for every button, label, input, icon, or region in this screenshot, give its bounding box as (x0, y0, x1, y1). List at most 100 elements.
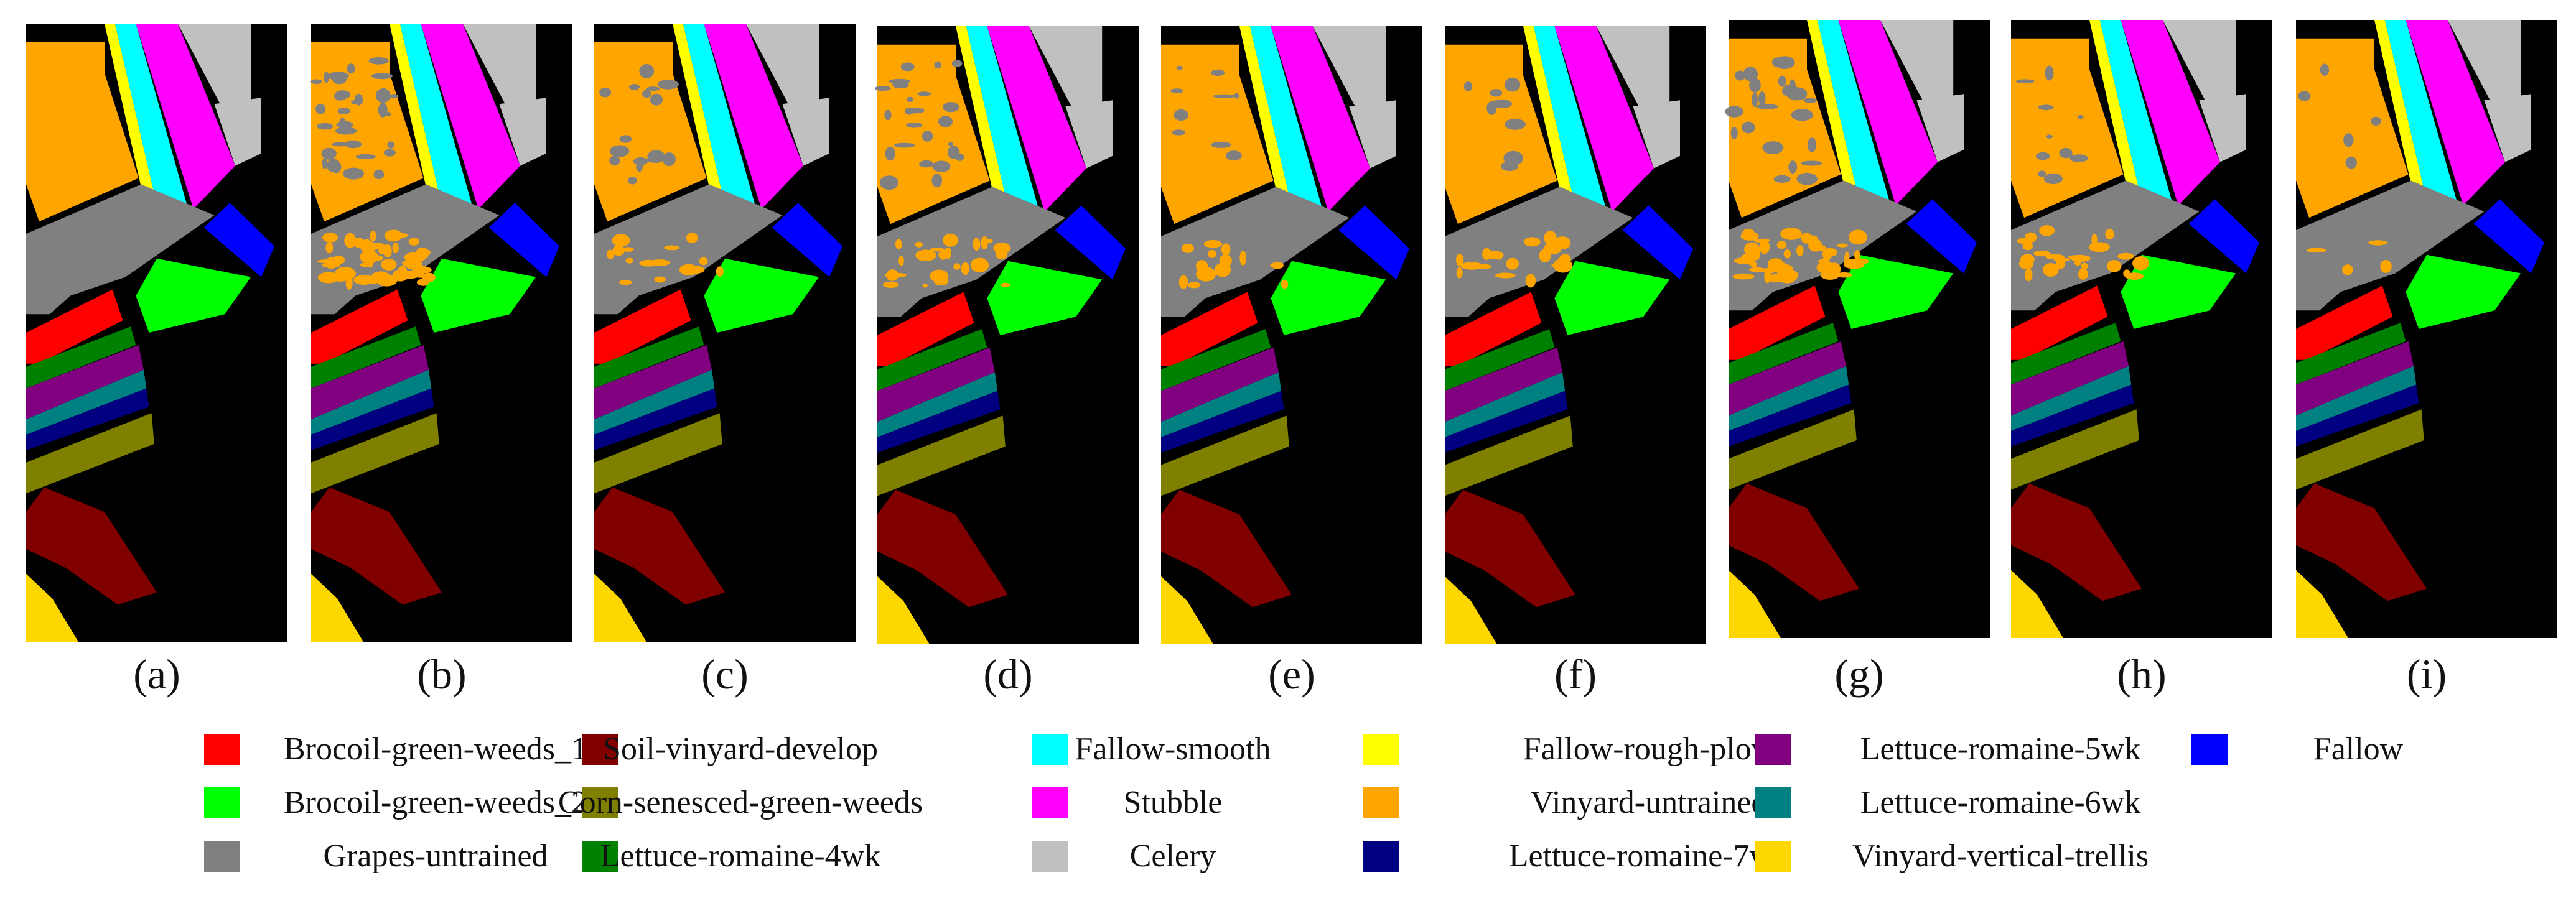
misclassified-speck (2043, 263, 2059, 277)
misclassified-speck (322, 157, 327, 169)
legend-swatch (1755, 841, 1791, 872)
misclassified-speck (1270, 262, 1284, 268)
field-soil (877, 489, 1008, 608)
misclassified-speck (1740, 231, 1759, 241)
legend-label: Fallow (2313, 731, 2404, 767)
misclassified-speck (392, 242, 399, 254)
misclassified-speck (2345, 156, 2357, 169)
field-soil (26, 487, 157, 605)
field-lr6 (594, 369, 715, 435)
legend-label: Lettuce-romaine-7wk (1508, 838, 1790, 874)
classification-map-8 (2011, 20, 2272, 638)
misclassified-speck (2343, 133, 2354, 147)
misclassified-speck (657, 80, 679, 90)
misclassified-speck (1554, 236, 1571, 249)
field-lr7 (1161, 391, 1284, 453)
misclassified-speck (390, 94, 399, 99)
misclassified-speck (943, 233, 958, 247)
misclassified-speck (915, 241, 923, 248)
misclassified-speck (1788, 160, 1798, 174)
field-lr7 (594, 388, 717, 450)
misclassified-speck (2105, 228, 2114, 240)
misclassified-speck (2022, 242, 2033, 251)
misclassified-speck (699, 257, 708, 266)
misclassified-speck (915, 249, 936, 261)
misclassified-speck (2117, 252, 2134, 260)
misclassified-speck (1788, 95, 1807, 100)
field-lr5 (311, 345, 429, 420)
field-celery (1029, 26, 1103, 125)
misclassified-speck (622, 247, 634, 252)
misclassified-speck (2077, 114, 2084, 119)
misclassified-speck (383, 244, 392, 257)
misclassified-speck (383, 149, 396, 157)
misclassified-speck (387, 141, 395, 149)
field-lr4 (26, 326, 136, 389)
misclassified-speck (322, 233, 338, 243)
misclassified-speck (368, 57, 389, 65)
misclassified-speck (1495, 254, 1503, 260)
misclassified-speck (642, 90, 651, 98)
legend-label: Brocoil-green-weeds_2 (283, 785, 588, 820)
field-soil (1161, 489, 1292, 608)
field-lr4 (1445, 329, 1555, 391)
field-stubble (136, 24, 235, 210)
field-fallow (772, 203, 842, 277)
field-fsmooth (683, 24, 757, 228)
classification-map-5 (1161, 26, 1422, 644)
field-brocoil2 (2406, 254, 2521, 329)
misclassified-speck (371, 271, 391, 284)
misclassified-speck (1203, 240, 1223, 248)
field-brocoil1 (1445, 292, 1542, 366)
misclassified-speck (995, 248, 1008, 260)
misclassified-speck (1734, 70, 1746, 81)
misclassified-speck (2306, 248, 2326, 253)
misclassified-speck (953, 263, 961, 270)
field-vtrellis (311, 573, 363, 642)
field-celery (1065, 100, 1113, 169)
misclassified-speck (422, 275, 428, 280)
field-stubble (704, 24, 803, 210)
legend-swatch (1755, 734, 1791, 765)
misclassified-speck (324, 72, 329, 83)
field-lr4 (1161, 329, 1271, 391)
misclassified-speck (599, 87, 612, 98)
misclassified-speck (895, 239, 902, 250)
misclassified-speck (1730, 126, 1738, 139)
misclassified-speck (1176, 65, 1183, 70)
misclassified-speck (378, 103, 388, 118)
misclassified-speck (973, 238, 981, 251)
misclassified-speck (961, 262, 970, 275)
field-stubble (421, 24, 520, 210)
field-brocoil2 (136, 258, 251, 333)
field-celery (1596, 26, 1670, 125)
misclassified-speck (1491, 99, 1513, 109)
field-vtrellis (2011, 570, 2063, 638)
misclassified-speck (884, 272, 907, 278)
misclassified-speck (922, 284, 928, 288)
misclassified-speck (646, 157, 660, 163)
misclassified-speck (2039, 225, 2055, 236)
misclassified-speck (654, 276, 666, 283)
field-frough (1807, 20, 1865, 230)
field-lr6 (1445, 372, 1566, 437)
misclassified-speck (2132, 256, 2150, 271)
legend-label: Stubble (1123, 785, 1223, 820)
misclassified-speck (2371, 116, 2381, 126)
misclassified-speck (2078, 268, 2088, 280)
misclassified-speck (918, 160, 934, 168)
misclassified-speck (1803, 98, 1818, 103)
misclassified-speck (1525, 274, 1536, 288)
field-fsmooth (399, 24, 474, 228)
field-celery (2162, 20, 2236, 119)
misclassified-speck (664, 245, 680, 251)
field-celery (2199, 94, 2246, 162)
misclassified-speck (1225, 150, 1242, 161)
misclassified-speck (1170, 88, 1183, 93)
misclassified-speck (1234, 93, 1239, 99)
legend-swatch (1363, 734, 1399, 765)
misclassified-speck (2380, 259, 2392, 273)
field-brocoil1 (2011, 285, 2108, 360)
misclassified-speck (330, 160, 342, 174)
field-frough (105, 24, 162, 234)
